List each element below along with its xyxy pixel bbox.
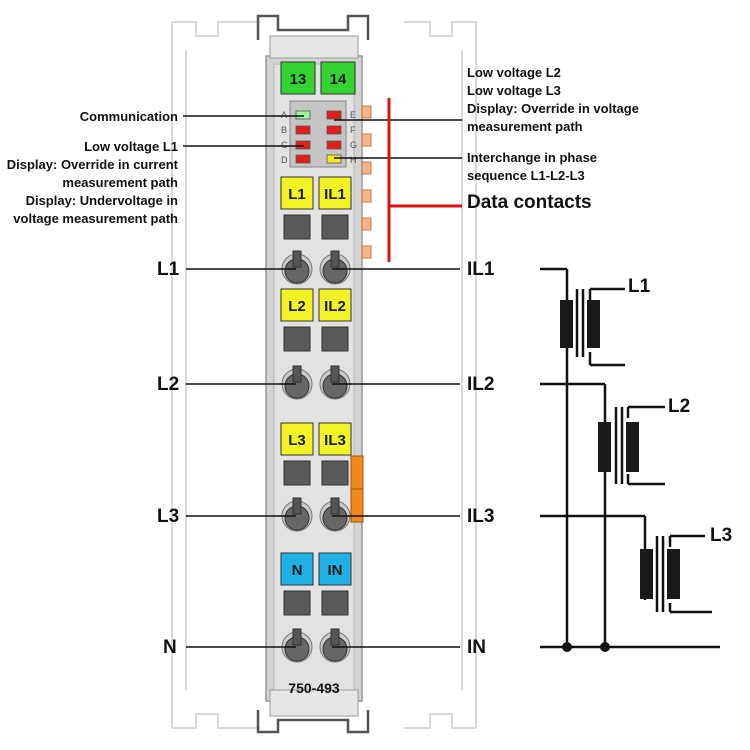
release-button: [321, 326, 349, 352]
channel-tag-label-l2: L2: [288, 298, 306, 315]
terminal-slot: [292, 250, 302, 268]
led-g: [326, 140, 342, 150]
led-c: [295, 140, 311, 150]
transformer-label-l1: L1: [628, 276, 651, 297]
channel-tag-label-n: N: [292, 562, 303, 579]
top-terminal-14: 14: [320, 61, 356, 95]
terminal-slot: [330, 365, 340, 383]
release-button: [283, 326, 311, 352]
label-undervoltage-2: voltage measurement path: [13, 211, 178, 226]
led-h: [326, 154, 342, 164]
wire-label-il1: IL1: [467, 259, 495, 280]
channel-tag-l3: [280, 422, 314, 456]
label-undervoltage: Display: Undervoltage in: [26, 193, 178, 208]
data-contacts-marker: [387, 98, 462, 262]
channel-group-l2: L2 IL2: [280, 288, 352, 400]
channel-tag-label-l3: L3: [288, 432, 306, 449]
channel-tag-label-in: IN: [328, 562, 343, 579]
release-button: [283, 460, 311, 486]
wire-label-l3: L3: [157, 506, 179, 527]
led-letter-e: E: [350, 110, 356, 120]
release-button: [283, 590, 311, 616]
channel-tag-il3: [318, 422, 352, 456]
led-panel: A B C D E F G H: [281, 100, 357, 168]
data-contacts: [361, 105, 372, 259]
wire-label-l1: L1: [157, 259, 180, 280]
label-override-voltage-2: measurement path: [467, 119, 583, 134]
wire-label-il3: IL3: [467, 506, 494, 527]
label-low-voltage-l3: Low voltage L3: [467, 83, 561, 98]
top-terminal-13-label: 13: [290, 71, 307, 88]
label-low-voltage-l1: Low voltage L1: [84, 139, 178, 154]
label-low-voltage-l2: Low voltage L2: [467, 65, 561, 80]
terminal-slot: [330, 497, 340, 515]
channel-tag-label-il1: IL1: [324, 186, 346, 203]
label-interchange: Interchange in phase: [467, 150, 597, 165]
label-override-current-2: measurement path: [62, 175, 178, 190]
transformer-label-l2: L2: [668, 396, 690, 417]
terminal-slot: [330, 250, 340, 268]
terminal-slot: [292, 628, 302, 646]
terminal-slot: [292, 365, 302, 383]
terminal-slot: [330, 628, 340, 646]
top-terminal-14-label: 14: [330, 71, 347, 88]
led-f: [326, 125, 342, 135]
orange-slider: [350, 455, 364, 523]
transformer-label-l3: L3: [710, 525, 732, 546]
part-number: 750-493: [288, 680, 340, 696]
label-override-voltage: Display: Override in voltage: [467, 101, 639, 116]
wire-label-il2: IL2: [467, 374, 494, 395]
channel-tag-label-l1: L1: [288, 186, 306, 203]
channel-tag-label-il2: IL2: [324, 298, 346, 315]
junction-dots: [562, 642, 610, 652]
led-letter-g: G: [350, 140, 357, 150]
label-data-contacts: Data contacts: [467, 192, 592, 213]
led-b: [295, 125, 311, 135]
label-override-current: Display: Override in current: [7, 157, 179, 172]
wire-label-in: IN: [467, 637, 486, 658]
led-a: [295, 110, 311, 120]
channel-tag-il1: [318, 176, 352, 210]
led-d: [295, 154, 311, 164]
channel-tag-l1: [280, 176, 314, 210]
terminal-slot: [292, 497, 302, 515]
label-communication: Communication: [80, 109, 178, 124]
led-letter-d: D: [281, 155, 288, 165]
channel-tag-il2: [318, 288, 352, 322]
channel-tag-l2: [280, 288, 314, 322]
release-button: [321, 460, 349, 486]
led-letter-h: H: [350, 155, 357, 165]
top-terminal-13: 13: [280, 61, 316, 95]
label-interchange-2: sequence L1-L2-L3: [467, 168, 585, 183]
annotation-lines: [183, 115, 462, 648]
led-letter-c: C: [281, 140, 288, 150]
transformer-cores: [560, 300, 680, 599]
led-letter-f: F: [350, 125, 356, 135]
channel-tag-n: [280, 552, 314, 586]
release-button: [283, 214, 311, 240]
release-button: [321, 214, 349, 240]
release-button: [321, 590, 349, 616]
led-letter-a: A: [281, 110, 287, 120]
led-e: [326, 110, 342, 120]
channel-tag-in: [318, 552, 352, 586]
din-rail-outline: [171, 21, 477, 729]
wire-label-l2: L2: [157, 374, 179, 395]
channel-group-n: N IN: [280, 552, 352, 663]
wire-label-n: N: [163, 637, 177, 658]
led-letter-b: B: [281, 125, 287, 135]
channel-tag-label-il3: IL3: [324, 432, 346, 449]
